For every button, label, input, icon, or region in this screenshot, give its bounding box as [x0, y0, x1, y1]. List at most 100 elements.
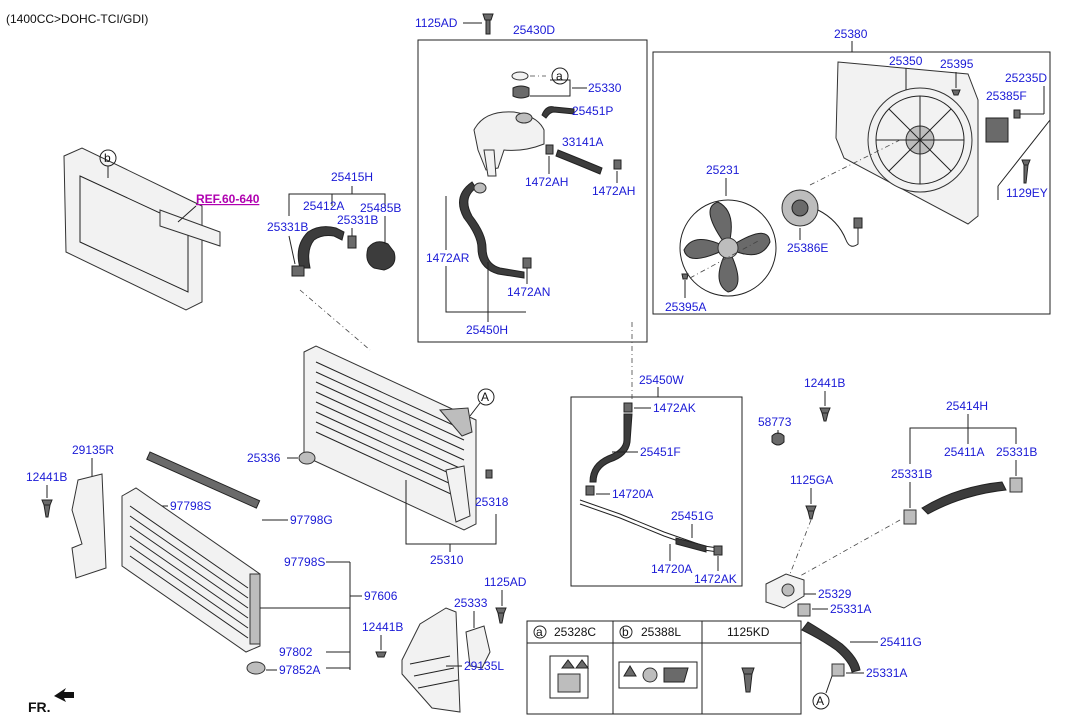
- part-label-25331B-3[interactable]: 25331B: [996, 445, 1037, 459]
- o-ring-icon: [511, 71, 529, 81]
- part-label-25451F[interactable]: 25451F: [640, 445, 681, 459]
- hose-25450H-icon: [459, 181, 525, 279]
- callout-a-circle: [551, 67, 569, 85]
- screw-icon: [951, 89, 961, 96]
- part-label-25350[interactable]: 25350: [889, 54, 923, 68]
- part-label-25411G[interactable]: 25411G: [880, 635, 922, 649]
- clamp-icon: [613, 159, 622, 170]
- part-label-12441B[interactable]: 12441B: [26, 470, 67, 484]
- legend-part-25328C[interactable]: 25328C: [554, 625, 596, 639]
- part-label-58773[interactable]: 58773: [758, 415, 792, 429]
- part-label-25235D[interactable]: 25235D: [1005, 71, 1047, 85]
- clamp-icon: [713, 545, 723, 556]
- part-label-25380[interactable]: 25380: [834, 27, 868, 41]
- screw-icon: [1013, 109, 1021, 119]
- receiver-drier-icon: [249, 573, 261, 645]
- legend-part-1125KD[interactable]: 1125KD: [727, 625, 770, 639]
- part-label-1472AH-2[interactable]: 1472AH: [592, 184, 635, 198]
- legend-letter-a: a: [536, 625, 543, 639]
- part-label-1472AN[interactable]: 1472AN: [507, 285, 550, 299]
- part-label-25336[interactable]: 25336: [247, 451, 281, 465]
- part-label-12441B-3[interactable]: 12441B: [362, 620, 403, 634]
- part-label-29135L[interactable]: 29135L: [464, 659, 504, 673]
- part-label-25310[interactable]: 25310: [430, 553, 464, 567]
- part-label-25395A[interactable]: 25395A: [665, 300, 706, 314]
- ref-link[interactable]: REF.60-640: [196, 192, 260, 206]
- hose-25451G-icon: [675, 537, 707, 553]
- legend-letter-b: b: [622, 625, 629, 639]
- hose-25412A-icon: [297, 226, 345, 269]
- part-label-25415H[interactable]: 25415H: [331, 170, 373, 184]
- bolt-icon: [41, 499, 53, 518]
- bolt-icon: [495, 607, 507, 624]
- hose-25411G-icon: [801, 621, 861, 673]
- clamp-icon: [623, 402, 633, 413]
- hose-25451P-icon: [541, 106, 575, 119]
- upper-hose-group: 25415H 25412A 25485B 25331B 25331B: [267, 170, 401, 277]
- part-label-25329[interactable]: 25329: [818, 587, 852, 601]
- part-label-25331B-4[interactable]: 25331B: [891, 467, 932, 481]
- front-indicator: FR.: [28, 688, 74, 715]
- part-label-1129EY[interactable]: 1129EY: [1006, 186, 1048, 200]
- part-label-25331B[interactable]: 25331B: [267, 220, 308, 234]
- part-label-25386E[interactable]: 25386E: [787, 241, 828, 255]
- part-label-25318[interactable]: 25318: [475, 495, 509, 509]
- part-label-25414H[interactable]: 25414H: [946, 399, 988, 413]
- part-label-25331B-2[interactable]: 25331B: [337, 213, 378, 227]
- clamp-icon: [831, 663, 845, 677]
- part-label-25231[interactable]: 25231: [706, 163, 740, 177]
- part-label-25385F[interactable]: 25385F: [986, 89, 1027, 103]
- bolt-icon: [375, 651, 387, 658]
- part-label-97798S[interactable]: 97798S: [170, 499, 211, 513]
- part-label-25412A[interactable]: 25412A: [303, 199, 344, 213]
- seal-strip-icon: [146, 451, 261, 509]
- part-label-25451G[interactable]: 25451G: [671, 509, 714, 523]
- part-label-25330[interactable]: 25330: [588, 81, 622, 95]
- part-label-25331A[interactable]: 25331A: [830, 602, 871, 616]
- part-label-1125AD-2[interactable]: 1125AD: [484, 575, 527, 589]
- part-label-25331A-2[interactable]: 25331A: [866, 666, 907, 680]
- part-label-14720A-2[interactable]: 14720A: [651, 562, 692, 576]
- part-label-25450W[interactable]: 25450W: [639, 373, 684, 387]
- part-label-25450H[interactable]: 25450H: [466, 323, 508, 337]
- part-label-1125GA[interactable]: 1125GA: [790, 473, 833, 487]
- thermostat-group: 12441B 58773 1125GA 25414H 25411A 25331B…: [758, 376, 1037, 710]
- clamp-icon: [1009, 477, 1023, 493]
- warning-label-icon: [618, 661, 698, 689]
- air-guard-left-group: 1125AD 25333 12441B 29135L: [362, 575, 527, 713]
- part-label-12441B-top[interactable]: 12441B: [804, 376, 845, 390]
- part-label-14720A[interactable]: 14720A: [612, 487, 653, 501]
- clamp-icon: [545, 144, 554, 155]
- clamp-icon: [585, 485, 595, 496]
- part-label-25451P[interactable]: 25451P: [572, 104, 613, 118]
- condenser-group: 29135R 12441B 97798G 97798S 97798S 97606…: [26, 443, 398, 677]
- legend-part-25388L[interactable]: 25388L: [641, 625, 681, 639]
- part-label-97798S-2[interactable]: 97798S: [284, 555, 325, 569]
- part-label-25411A[interactable]: 25411A: [944, 445, 984, 459]
- callout-A-letter: A: [481, 390, 489, 404]
- front-arrow-icon: [54, 688, 74, 702]
- reservoir-box: [417, 39, 648, 343]
- part-label-97798G[interactable]: 97798G: [290, 513, 333, 527]
- part-label-1472AH[interactable]: 1472AH: [525, 175, 568, 189]
- air-guard-right-icon: [71, 473, 107, 579]
- part-label-97606[interactable]: 97606: [364, 589, 398, 603]
- part-label-25485B[interactable]: 25485B: [360, 201, 401, 215]
- part-label-1472AK-2[interactable]: 1472AK: [694, 572, 737, 586]
- part-label-1472AK[interactable]: 1472AK: [653, 401, 696, 415]
- hose-25411A-icon: [921, 481, 1007, 515]
- coolant-reservoir-icon: [473, 111, 545, 171]
- part-label-97852A[interactable]: 97852A: [279, 663, 320, 677]
- part-label-25395[interactable]: 25395: [940, 57, 974, 71]
- part-label-1472AR[interactable]: 1472AR: [426, 251, 470, 265]
- part-label-29135R[interactable]: 29135R: [72, 443, 114, 457]
- part-label-25333[interactable]: 25333: [454, 596, 488, 610]
- callout-A-letter-2: A: [816, 694, 824, 708]
- part-label-97802[interactable]: 97802: [279, 645, 313, 659]
- part-label-33141A[interactable]: 33141A: [562, 135, 603, 149]
- part-label-25430D[interactable]: 25430D: [513, 23, 555, 37]
- reservoir-group: 1125AD 25430D a 25330 25451P 33141A 1472…: [415, 13, 648, 343]
- drain-plug-icon: [485, 469, 493, 479]
- part-label-1125AD[interactable]: 1125AD: [415, 16, 458, 30]
